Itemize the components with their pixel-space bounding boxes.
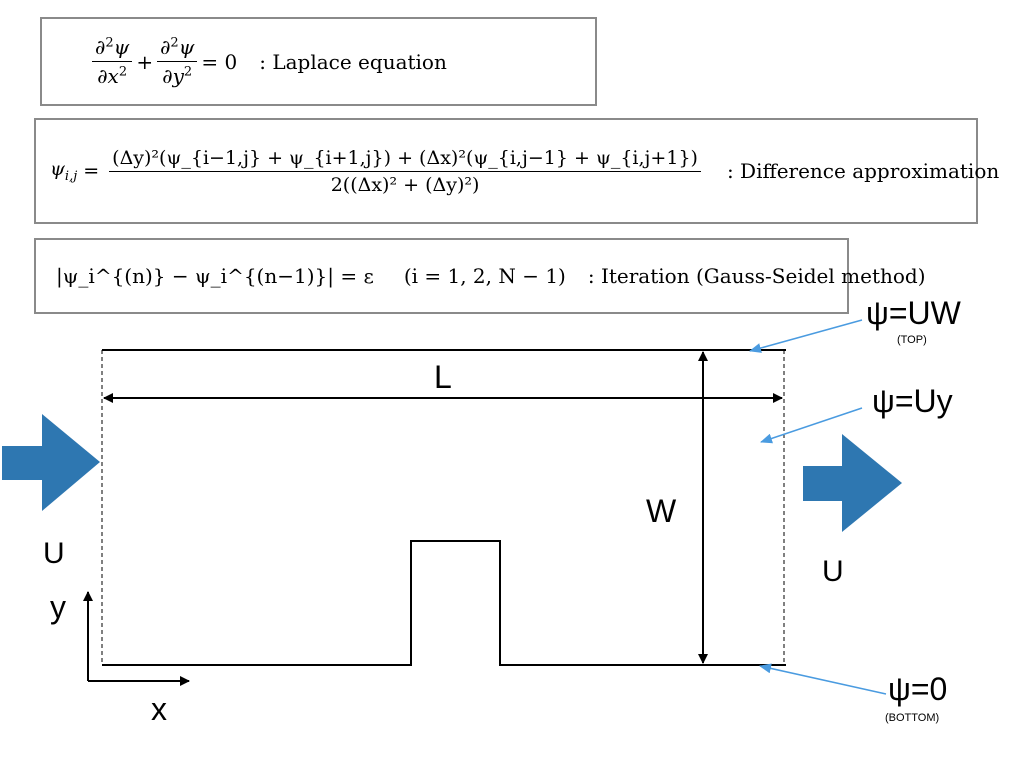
iteration-expression: |ψ_i^{(n)} − ψ_i^{(n−1)}| = ε	[56, 264, 374, 288]
difference-numerator: (Δy)²(ψ_{i−1,j} + ψ_{i+1,j}) + (Δx)²(ψ_{…	[109, 147, 701, 172]
top-bc-note: (TOP)	[897, 334, 927, 346]
iteration-range: (i = 1, 2, N − 1)	[403, 264, 566, 288]
inflow-arrow-icon	[2, 414, 100, 511]
difference-approximation-box: ψi,j = (Δy)²(ψ_{i−1,j} + ψ_{i+1,j}) + (Δ…	[34, 118, 999, 224]
side-bc-label: ψ=Uy	[872, 383, 953, 419]
width-label: W	[646, 493, 677, 529]
length-label: L	[434, 359, 452, 395]
inflow-velocity-label: U	[43, 537, 65, 570]
difference-equals: =	[83, 160, 100, 182]
bottom-bc-note: (BOTTOM)	[885, 712, 939, 724]
side-bc-pointer-arrow	[760, 407, 863, 444]
outflow-velocity-label: U	[822, 555, 844, 588]
d2psi-dy2-fraction: ∂2ψ ∂y2	[157, 35, 198, 88]
top-bc-label: ψ=UW	[866, 295, 962, 331]
plus-sign: +	[136, 49, 154, 74]
laplace-equation-box: ∂2ψ ∂x2 + ∂2ψ ∂y2 = 0 : Laplace equation	[40, 17, 597, 106]
difference-label: : Difference approximation	[726, 159, 1000, 183]
x-axis-label: x	[151, 691, 167, 727]
outflow-arrow-icon	[803, 434, 902, 532]
bottom-bc-label: ψ=0	[888, 671, 947, 707]
bottom-bc-pointer-arrow	[759, 663, 887, 695]
laplace-rhs: = 0	[201, 49, 238, 74]
difference-fraction: (Δy)²(ψ_{i−1,j} + ψ_{i+1,j}) + (Δx)²(ψ_{…	[109, 147, 701, 196]
top-bc-pointer-arrow	[749, 319, 863, 353]
y-axis-label: y	[50, 589, 66, 625]
iteration-label: : Iteration (Gauss-Seidel method)	[587, 264, 926, 288]
bottom-wall-with-obstacle	[102, 540, 786, 666]
iteration-box: |ψ_i^{(n)} − ψ_i^{(n−1)}| = ε (i = 1, 2,…	[34, 238, 926, 314]
difference-lhs: ψi,j	[50, 158, 78, 184]
laplace-label: : Laplace equation	[259, 49, 447, 74]
difference-denominator: 2((Δx)² + (Δy)²)	[330, 173, 480, 196]
d2psi-dx2-fraction: ∂2ψ ∂x2	[92, 35, 133, 88]
